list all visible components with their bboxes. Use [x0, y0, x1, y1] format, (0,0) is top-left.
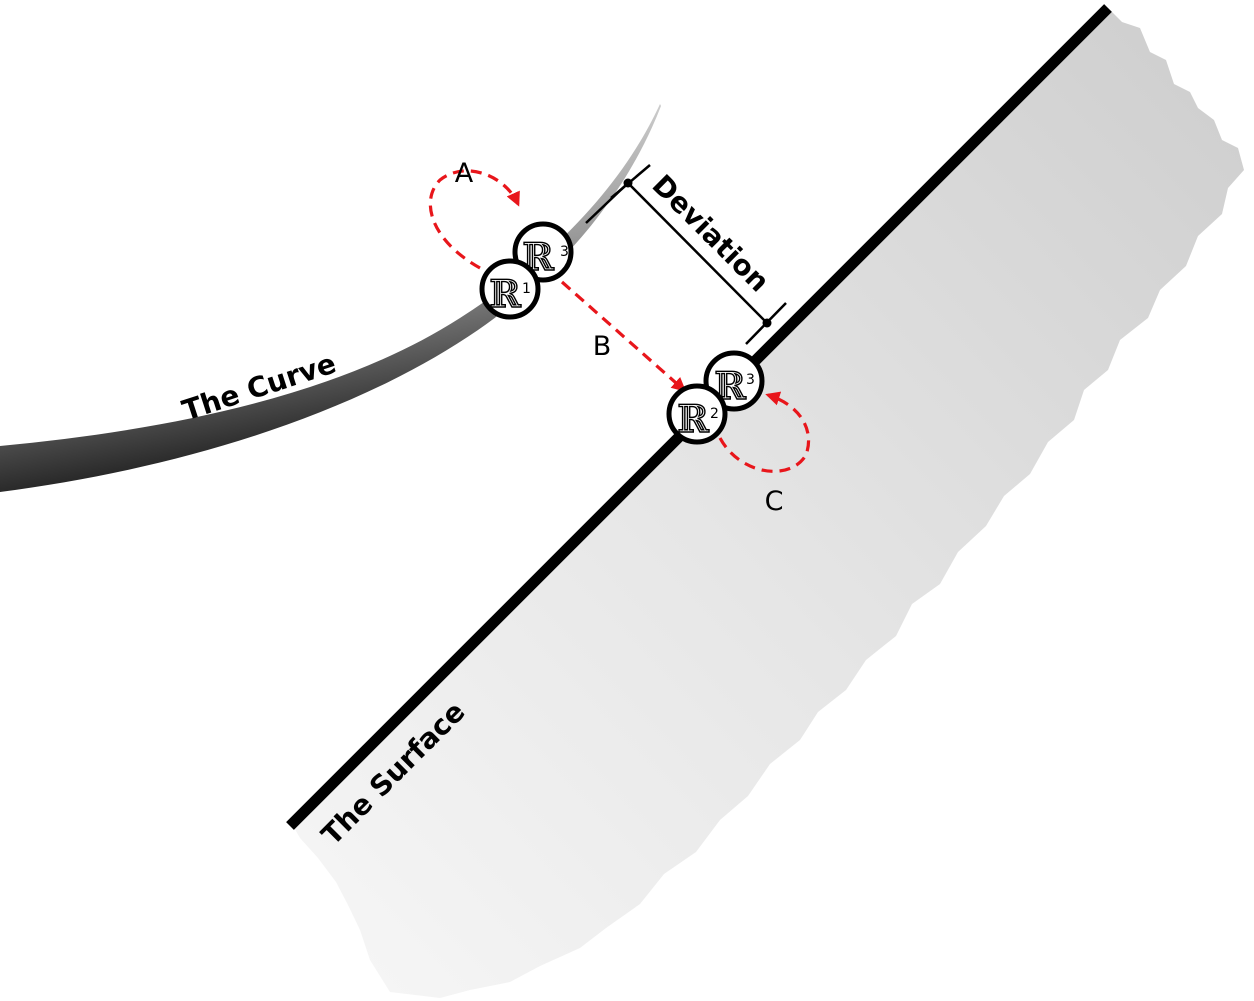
surface-region [292, 8, 1244, 998]
label-deviation: Deviation [646, 168, 776, 298]
svg-text:3: 3 [560, 244, 569, 260]
arrow-a [428, 169, 520, 270]
label-a: A [455, 158, 474, 189]
node-r1: ℝ 1 [479, 258, 541, 320]
node-r2: ℝ 2 [666, 383, 728, 445]
svg-text:1: 1 [522, 281, 531, 297]
deviation-endpoint-top [623, 178, 633, 188]
deviation-endpoint-bottom [762, 318, 772, 328]
label-c: C [765, 486, 784, 517]
arrow-c [718, 391, 811, 473]
label-b: B [593, 331, 612, 362]
arrow-b [560, 280, 687, 392]
node-r3-surface: ℝ 3 [703, 350, 765, 412]
svg-text:ℝ: ℝ [714, 364, 746, 408]
curve-shape [0, 104, 661, 492]
svg-text:ℝ: ℝ [677, 397, 709, 441]
svg-text:2: 2 [710, 406, 719, 422]
svg-text:3: 3 [746, 372, 755, 388]
svg-text:ℝ: ℝ [489, 272, 521, 316]
